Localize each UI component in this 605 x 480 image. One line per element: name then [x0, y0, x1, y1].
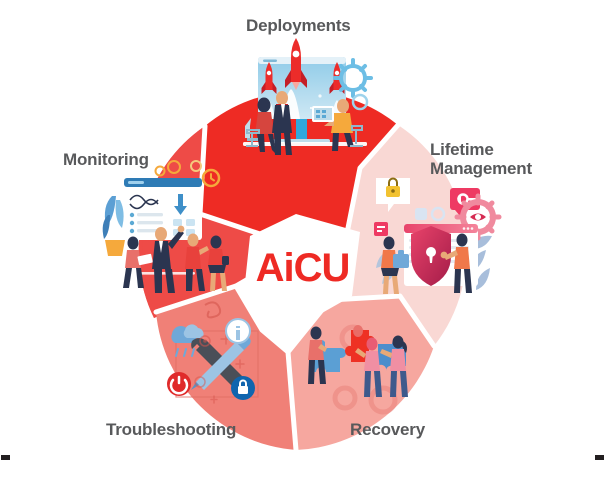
wheel-segments [138, 90, 467, 453]
sparkle-icon [210, 333, 245, 404]
settings-icon [199, 335, 211, 347]
segment-label-recovery[interactable]: Recovery [350, 420, 425, 439]
ring-icon [190, 160, 202, 172]
segment-lifetime-management[interactable] [330, 125, 467, 346]
chair-icon [246, 129, 260, 147]
gear-icon [351, 93, 369, 111]
monitoring-illustration [102, 160, 229, 293]
chair-icon [350, 125, 363, 147]
padlock-icon [231, 376, 255, 400]
clip-icon [204, 301, 222, 319]
segment-label-deployments[interactable]: Deployments [246, 16, 351, 35]
person-icon [355, 337, 382, 397]
ring-icon [167, 160, 181, 174]
person-icon [324, 99, 354, 151]
person-icon [440, 233, 472, 293]
troubleshooting-illustration [167, 301, 259, 404]
padlock-icon [376, 177, 410, 212]
gear-icon [333, 58, 373, 98]
cloud-icon [171, 324, 204, 357]
person-icon [272, 91, 292, 155]
ring-icon [194, 376, 206, 388]
person-icon [185, 233, 209, 291]
download-icon [174, 194, 187, 215]
segment-label-troubleshooting[interactable]: Troubleshooting [106, 420, 237, 439]
power-icon [167, 372, 191, 396]
crop-mark-bottom-right [595, 455, 604, 460]
card-icon [374, 222, 388, 236]
person-icon [381, 236, 409, 294]
clock-icon [201, 168, 221, 188]
crop-mark-bottom-left [1, 455, 10, 460]
tile-icon [415, 208, 427, 220]
recovery-illustration [308, 324, 408, 415]
person-icon [353, 325, 363, 337]
segment-label-monitoring[interactable]: Monitoring [63, 150, 149, 169]
person-icon [308, 326, 327, 384]
rocket-icon [261, 62, 277, 94]
center-logo: AiCU [255, 246, 351, 290]
info-icon [225, 318, 251, 344]
person-icon [123, 236, 153, 288]
deployments-illustration [243, 38, 373, 155]
person-icon [380, 335, 408, 397]
lifetime-management-illustration [374, 177, 502, 294]
wheel-center-fill [244, 214, 360, 330]
person-icon [245, 97, 276, 154]
ring-icon [430, 206, 446, 222]
rocket-icon [285, 38, 307, 90]
person-icon [208, 235, 229, 291]
chart-icon [129, 194, 159, 210]
person-icon [152, 225, 185, 293]
plant-icon [102, 196, 125, 256]
ring-icon [154, 165, 166, 177]
segment-label-lifetime-management[interactable]: Lifetime Management [430, 140, 532, 178]
shield-lock-icon [411, 226, 451, 286]
segment-recovery[interactable] [288, 296, 434, 450]
